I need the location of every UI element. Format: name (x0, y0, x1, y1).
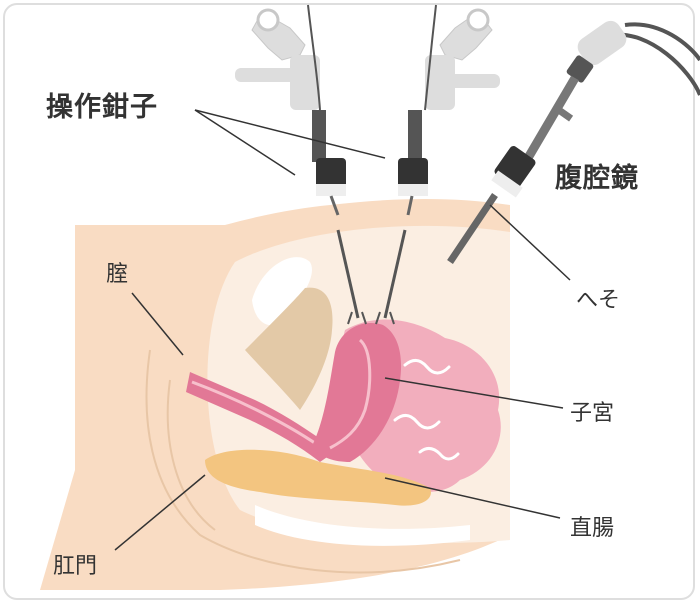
label-uterus: 子宮 (570, 401, 615, 426)
label-laparoscope: 腹腔鏡 (555, 163, 639, 194)
label-vagina: 腟 (106, 262, 129, 287)
uterus-cavity (329, 338, 372, 450)
bladder (245, 287, 333, 410)
body-contour (145, 349, 461, 574)
uterus (312, 323, 402, 462)
rectum (205, 449, 431, 506)
leader-lines (114, 109, 571, 551)
vagina-inner (191, 380, 326, 452)
pelvic-floor-band (255, 505, 470, 546)
label-anus: 肛門 (53, 554, 98, 579)
intestine-folds (393, 359, 460, 461)
forceps-left (235, 4, 367, 325)
label-forceps: 操作鉗子 (46, 92, 158, 123)
body-contour-2 (166, 379, 216, 531)
laparoscope (447, 20, 700, 264)
label-navel: へそ (576, 288, 621, 313)
pelvic-bone (252, 257, 312, 326)
label-rectum: 直腸 (570, 516, 615, 541)
forceps-right (375, 4, 500, 325)
